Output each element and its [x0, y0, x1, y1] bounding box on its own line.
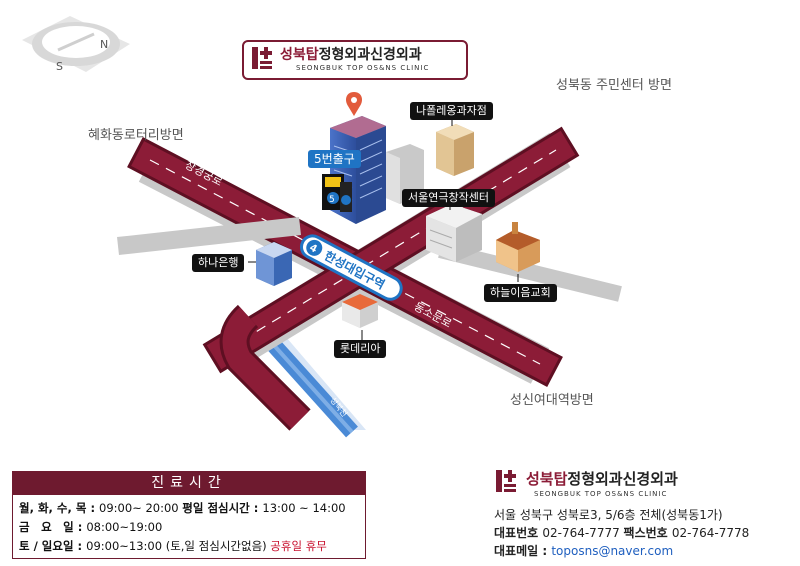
- contact-phone-label: 대표번호: [494, 526, 543, 540]
- station-line-number: 4: [307, 242, 318, 255]
- contact-email[interactable]: toposns@naver.com: [551, 544, 674, 558]
- direction-label-hyehwa: 혜화동로터리방면: [88, 128, 184, 143]
- compass-icon: N S: [22, 16, 130, 73]
- church-building-icon: [496, 222, 540, 272]
- theater-building-icon: [426, 204, 482, 262]
- clinic-logo-icon: [252, 47, 272, 69]
- compass-south-label: S: [56, 60, 63, 73]
- exit-sign-number: 5: [329, 195, 335, 205]
- hours-body: 월, 화, 수, 목 : 09:00~ 20:00 평일 점심시간 : 13:0…: [12, 495, 366, 559]
- hours-row-weekday: 월, 화, 수, 목 : 09:00~ 20:00 평일 점심시간 : 13:0…: [19, 499, 365, 518]
- hours-row1-lunch-label: 평일 점심시간 :: [182, 501, 263, 515]
- exit-5-sign-icon: 5: [322, 174, 352, 212]
- direction-label-seongbuk: 성북동 주민센터 방면: [556, 78, 672, 93]
- exit-5-label[interactable]: 5번출구: [308, 150, 361, 168]
- clinic-contact-block: 성북탑정형외과신경외과 SEONGBUK TOP OS&NS CLINIC 서울…: [494, 466, 794, 562]
- contact-clinic-name-red: 성북탑: [526, 470, 568, 488]
- landmark-lotteria[interactable]: 롯데리아: [334, 340, 387, 358]
- hours-row1-lunch-time: 13:00 ~ 14:00: [262, 501, 346, 515]
- location-pin-icon: [346, 92, 362, 116]
- lotteria-building-icon: [342, 294, 378, 328]
- contact-fax: 02-764-7778: [671, 526, 750, 540]
- hours-row3-time: 09:00~13:00 (토,일 점심시간없음): [86, 539, 271, 553]
- landmark-napoleon[interactable]: 나폴레옹과자점: [410, 102, 493, 120]
- contact-clinic-logo-icon: [496, 470, 516, 492]
- hours-row-weekend: 토 / 일요일 : 09:00~13:00 (토,일 점심시간없음) 공휴일 휴…: [19, 537, 365, 556]
- landmark-theater[interactable]: 서울연극창작센터: [402, 189, 495, 207]
- contact-email-row: 대표메일 : toposns@naver.com: [494, 542, 673, 559]
- map-clinic-name: 성북탑정형외과신경외과: [280, 44, 422, 64]
- hours-title: 진료시간: [12, 471, 366, 495]
- bakery-building-icon: [436, 124, 474, 176]
- contact-clinic-name-en: SEONGBUK TOP OS&NS CLINIC: [534, 490, 668, 498]
- contact-phone-row: 대표번호 02-764-7777 팩스번호 02-764-7778: [494, 524, 749, 541]
- hours-row-friday: 금 요 일 : 08:00~19:00: [19, 518, 365, 537]
- hours-row2-day: 금 요 일 :: [19, 520, 87, 534]
- compass-north-label: N: [100, 38, 108, 51]
- map-clinic-logo: 성북탑정형외과신경외과 SEONGBUK TOP OS&NS CLINIC: [242, 40, 468, 80]
- clinic-hours-panel: 진료시간 월, 화, 수, 목 : 09:00~ 20:00 평일 점심시간 :…: [12, 471, 366, 560]
- landmark-hana-bank[interactable]: 하나은행: [192, 254, 245, 272]
- hours-row3-holiday: 공휴일 휴무: [270, 539, 327, 553]
- map-clinic-name-red: 성북탑: [280, 47, 319, 63]
- contact-clinic-name-rest: 정형외과신경외과: [567, 470, 678, 488]
- hours-row1-time: 09:00~ 20:00: [99, 501, 183, 515]
- map-clinic-name-en: SEONGBUK TOP OS&NS CLINIC: [296, 64, 430, 72]
- contact-address: 서울 성북구 성북로3, 5/6층 전체(성북동1가): [494, 508, 723, 522]
- map-clinic-name-rest: 정형외과신경외과: [318, 47, 422, 63]
- contact-phone[interactable]: 02-764-7777: [542, 526, 624, 540]
- contact-clinic-name: 성북탑정형외과신경외과: [526, 468, 678, 489]
- hours-row1-day: 월, 화, 수, 목 :: [19, 501, 100, 515]
- contact-email-label: 대표메일 :: [494, 544, 552, 558]
- direction-label-sungshin: 성신여대역방면: [510, 393, 594, 408]
- contact-fax-label: 팩스번호: [623, 526, 672, 540]
- landmark-church[interactable]: 하늘이음교회: [484, 284, 557, 302]
- hours-row3-day: 토 / 일요일 :: [19, 539, 87, 553]
- bank-building-icon: [256, 242, 292, 286]
- hours-row2-time: 08:00~19:00: [86, 520, 163, 534]
